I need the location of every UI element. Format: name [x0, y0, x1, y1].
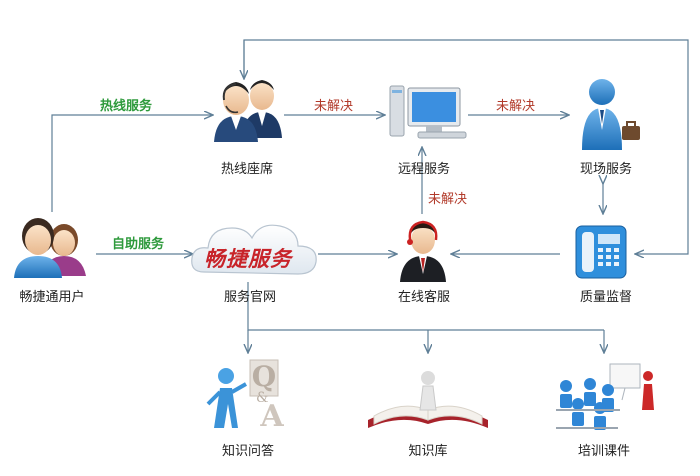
svg-text:Q: Q [252, 360, 276, 393]
connectors [51, 39, 689, 352]
user-group-icon [14, 218, 86, 278]
edge-user-hotline [51, 115, 212, 212]
businessman-briefcase-icon [582, 79, 640, 150]
headset-agents-icon [214, 80, 282, 142]
computer-icon [389, 85, 467, 139]
training-class-icon [556, 363, 654, 430]
telephone-icon [575, 225, 627, 279]
customer-service-agent-icon [400, 220, 446, 282]
node-label-website: 服务官网 [223, 290, 277, 305]
edge-label-hotline: 热线服务 [100, 99, 153, 114]
edge-label-unresolved-online: 未解决 [428, 192, 468, 207]
node-label-qa-monitor: 质量监督 [579, 290, 633, 305]
cloud-icon [191, 224, 317, 275]
svg-text:&: & [256, 390, 268, 406]
edge-label-selfservice: 自助服务 [112, 237, 165, 252]
brand-logo-text: 畅捷服务 [204, 247, 292, 271]
svg-text:A: A [259, 399, 284, 434]
node-label-remote-service: 远程服务 [397, 162, 451, 177]
node-label-online-cs: 在线客服 [397, 290, 451, 305]
node-label-user: 畅捷通用户 [19, 290, 85, 305]
edge-label-unresolved-remote: 未解决 [496, 99, 536, 114]
node-label-hotline-seat: 热线座席 [220, 162, 274, 177]
node-label-onsite-service: 现场服务 [579, 162, 633, 177]
node-label-kb-qa: 知识问答 [221, 444, 275, 459]
qa-letters-icon: Q A & [206, 359, 284, 434]
edge-label-unresolved-hotline: 未解决 [314, 99, 354, 114]
node-label-training: 培训课件 [577, 444, 631, 459]
open-book-icon [368, 371, 488, 428]
node-label-kb: 知识库 [408, 444, 448, 459]
